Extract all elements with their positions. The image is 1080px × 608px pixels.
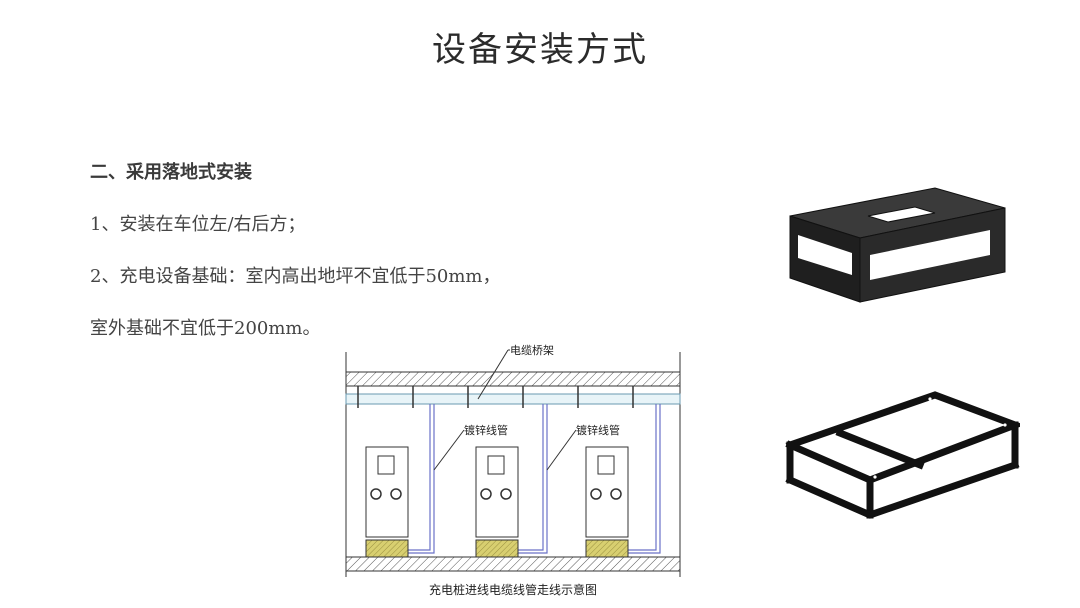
text-line-1: 1、安装在车位左/右后方； <box>90 214 306 235</box>
diagram-caption: 充电桩进线电缆线管走线示意图 <box>429 582 597 597</box>
enclosed-base-frame-image <box>789 187 1006 303</box>
text-line-2: 2、充电设备基础：室内高出地坪不宜低于50mm， <box>90 266 501 287</box>
text-line-3: 室外基础不宜低于200mm。 <box>90 318 321 339</box>
section-heading: 二、采用落地式安装 <box>90 162 252 183</box>
page-title: 设备安装方式 <box>432 30 648 70</box>
open-base-frame-image <box>785 391 1020 519</box>
cable-tray-label: 电缆桥架 <box>510 344 554 357</box>
conduit-label-1: 镀锌线管 <box>464 423 508 437</box>
cable-routing-diagram: 电缆桥架 镀锌线管 镀锌线管 充电桩进线电缆线管走线示意图 <box>345 344 681 597</box>
conduit-label-2: 镀锌线管 <box>576 423 620 437</box>
